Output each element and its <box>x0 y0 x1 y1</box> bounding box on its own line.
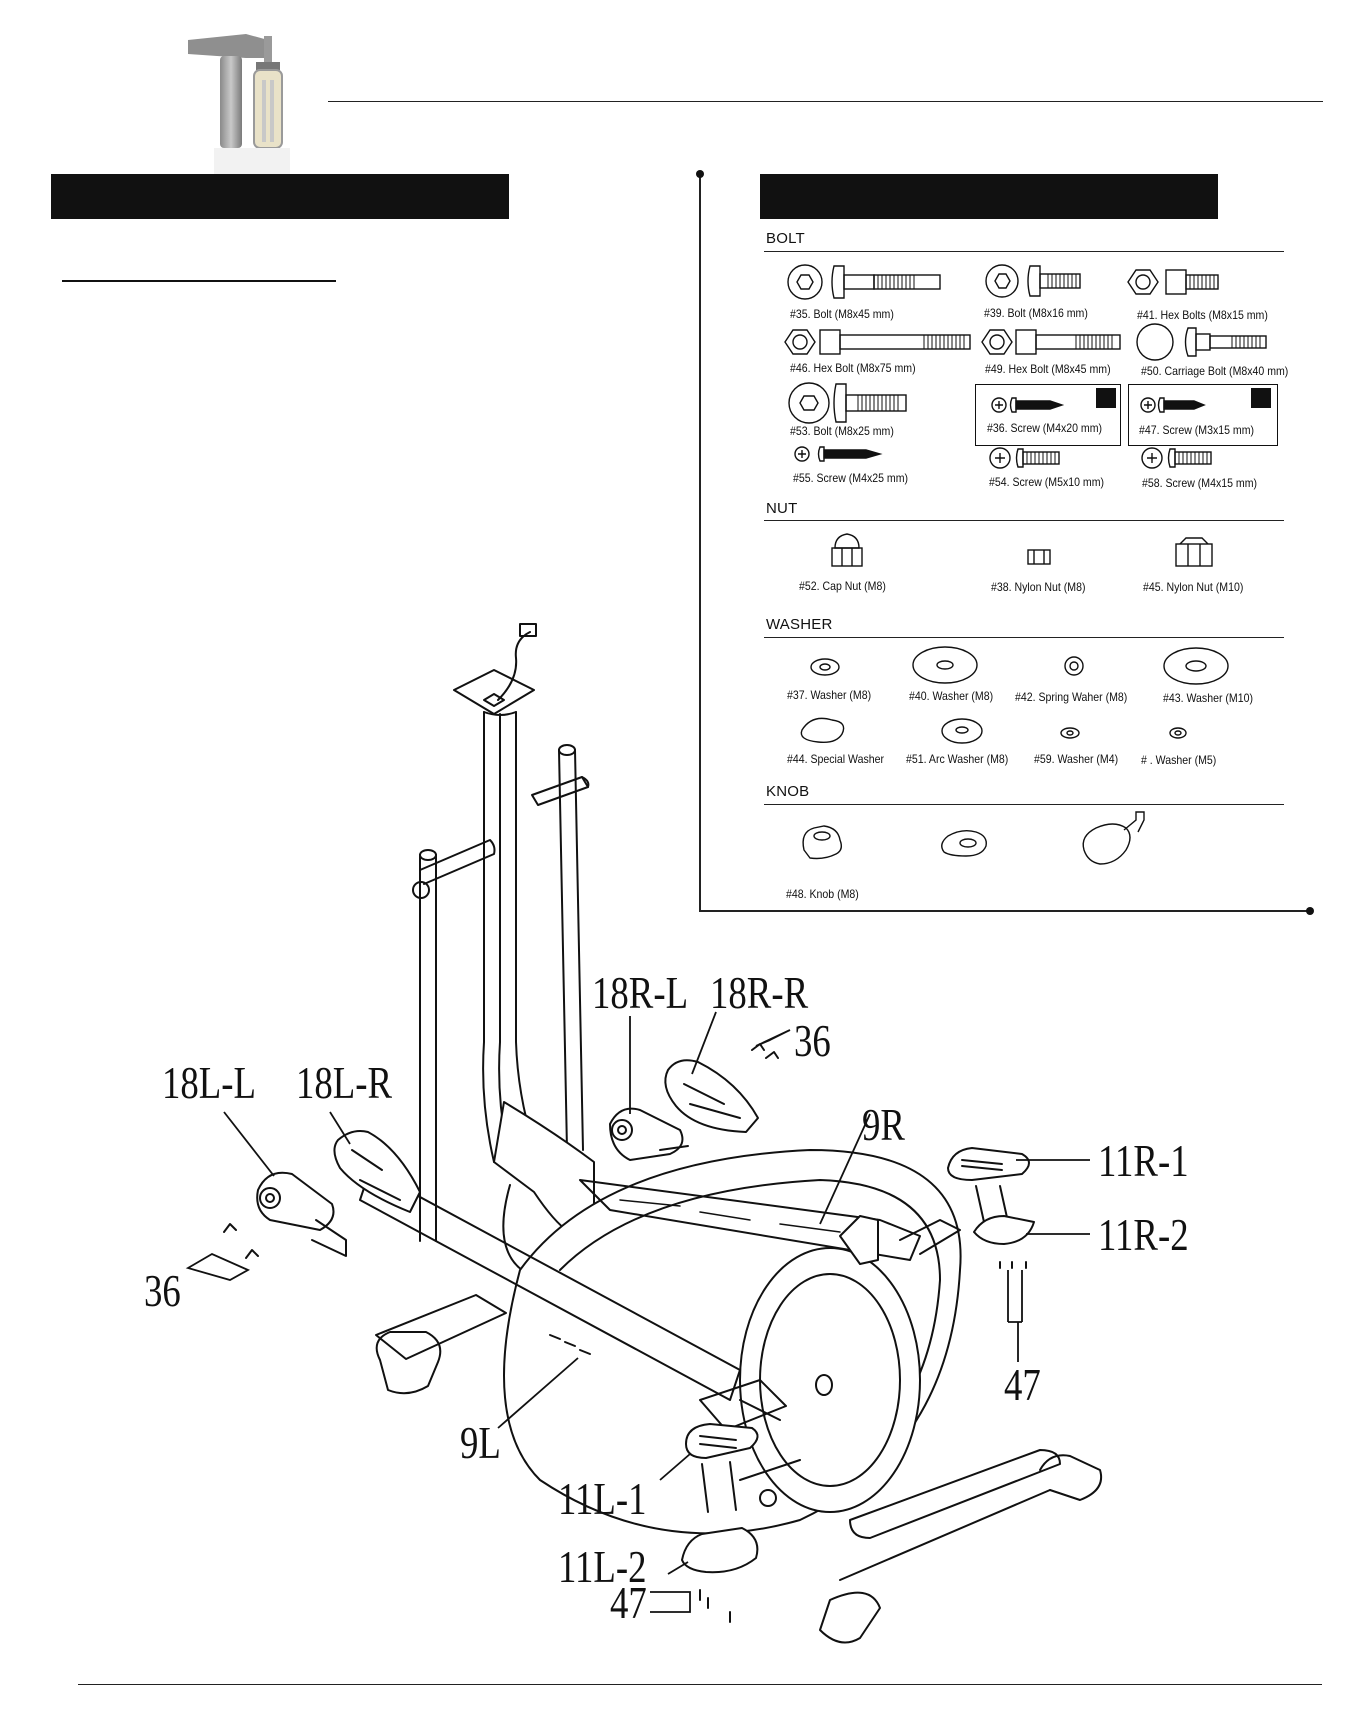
section-nut: NUT <box>766 500 798 517</box>
hardware-frame-bottom <box>699 910 1311 912</box>
callout-47-left: 47 <box>610 1577 647 1628</box>
screw-36-box <box>975 384 1121 446</box>
label-screw-55: #55. Screw (M4x25 mm) <box>793 471 909 485</box>
screw-47-marker <box>1251 388 1271 408</box>
frame-dot-bottom <box>1306 907 1314 915</box>
section-nut-rule <box>764 520 1284 521</box>
label-washer-44: #44. Special Washer <box>787 752 885 766</box>
hardware-frame-left <box>699 174 701 912</box>
label-bolt-53: #53. Bolt (M8x25 mm) <box>790 424 894 438</box>
label-washer-42: #42. Spring Waher (M8) <box>1015 690 1128 704</box>
left-section-bar <box>51 174 509 219</box>
label-screw-58: #58. Screw (M4x15 mm) <box>1142 476 1258 490</box>
label-bolt-41: #41. Hex Bolts (M8x15 mm) <box>1137 308 1268 322</box>
callout-9R: 9R <box>862 1099 905 1150</box>
callout-11R-1: 11R-1 <box>1098 1135 1189 1186</box>
label-knob-48: #48. Knob (M8) <box>786 887 859 901</box>
label-washer-43: #43. Washer (M10) <box>1163 691 1253 705</box>
section-bolt: BOLT <box>766 230 805 247</box>
label-bolt-35: #35. Bolt (M8x45 mm) <box>790 307 894 321</box>
section-washer: WASHER <box>766 616 833 633</box>
section-knob: KNOB <box>766 783 810 800</box>
label-bolt-39: #39. Bolt (M8x16 mm) <box>984 306 1088 320</box>
label-nut-52: #52. Cap Nut (M8) <box>799 579 886 593</box>
callout-18R-L: 18R-L <box>592 967 689 1018</box>
footer-rule <box>78 1684 1322 1685</box>
label-washer-59: #59. Washer (M4) <box>1034 752 1119 766</box>
screw-47-box <box>1128 384 1278 446</box>
label-screw-54: #54. Screw (M5x10 mm) <box>989 475 1105 489</box>
label-washer-m5: # . Washer (M5) <box>1141 753 1217 767</box>
label-nut-38: #38. Nylon Nut (M8) <box>991 580 1086 594</box>
frame-dot-top <box>696 170 704 178</box>
section-knob-rule <box>764 804 1284 805</box>
callout-18L-L: 18L-L <box>162 1057 257 1108</box>
label-bolt-50: #50. Carriage Bolt (M8x40 mm) <box>1141 364 1289 378</box>
callout-11L-1: 11L-1 <box>558 1473 647 1524</box>
right-section-bar <box>760 174 1218 219</box>
callout-36-left: 36 <box>144 1265 181 1316</box>
callout-11R-2: 11R-2 <box>1098 1209 1189 1260</box>
label-washer-37: #37. Washer (M8) <box>787 688 872 702</box>
callout-11L-2: 11L-2 <box>558 1541 647 1592</box>
label-nut-45: #45. Nylon Nut (M10) <box>1143 580 1244 594</box>
label-bolt-49: #49. Hex Bolt (M8x45 mm) <box>985 362 1111 376</box>
header-rule <box>328 101 1323 102</box>
callout-9L: 9L <box>460 1417 501 1468</box>
section-bolt-rule <box>764 251 1284 252</box>
label-screw-47: #47. Screw (M3x15 mm) <box>1139 423 1255 437</box>
screw-36-marker <box>1096 388 1116 408</box>
callout-18L-R: 18L-R <box>296 1057 393 1108</box>
label-screw-36: #36. Screw (M4x20 mm) <box>987 421 1103 435</box>
label-bolt-46: #46. Hex Bolt (M8x75 mm) <box>790 361 916 375</box>
callout-18R-R: 18R-R <box>710 967 809 1018</box>
label-washer-40: #40. Washer (M8) <box>909 689 994 703</box>
section-washer-rule <box>764 637 1284 638</box>
callout-36-right: 36 <box>794 1015 831 1066</box>
label-washer-51: #51. Arc Washer (M8) <box>906 752 1009 766</box>
callout-47-right: 47 <box>1004 1359 1041 1410</box>
subheading-rule <box>62 280 336 282</box>
tools-icon <box>184 28 324 176</box>
